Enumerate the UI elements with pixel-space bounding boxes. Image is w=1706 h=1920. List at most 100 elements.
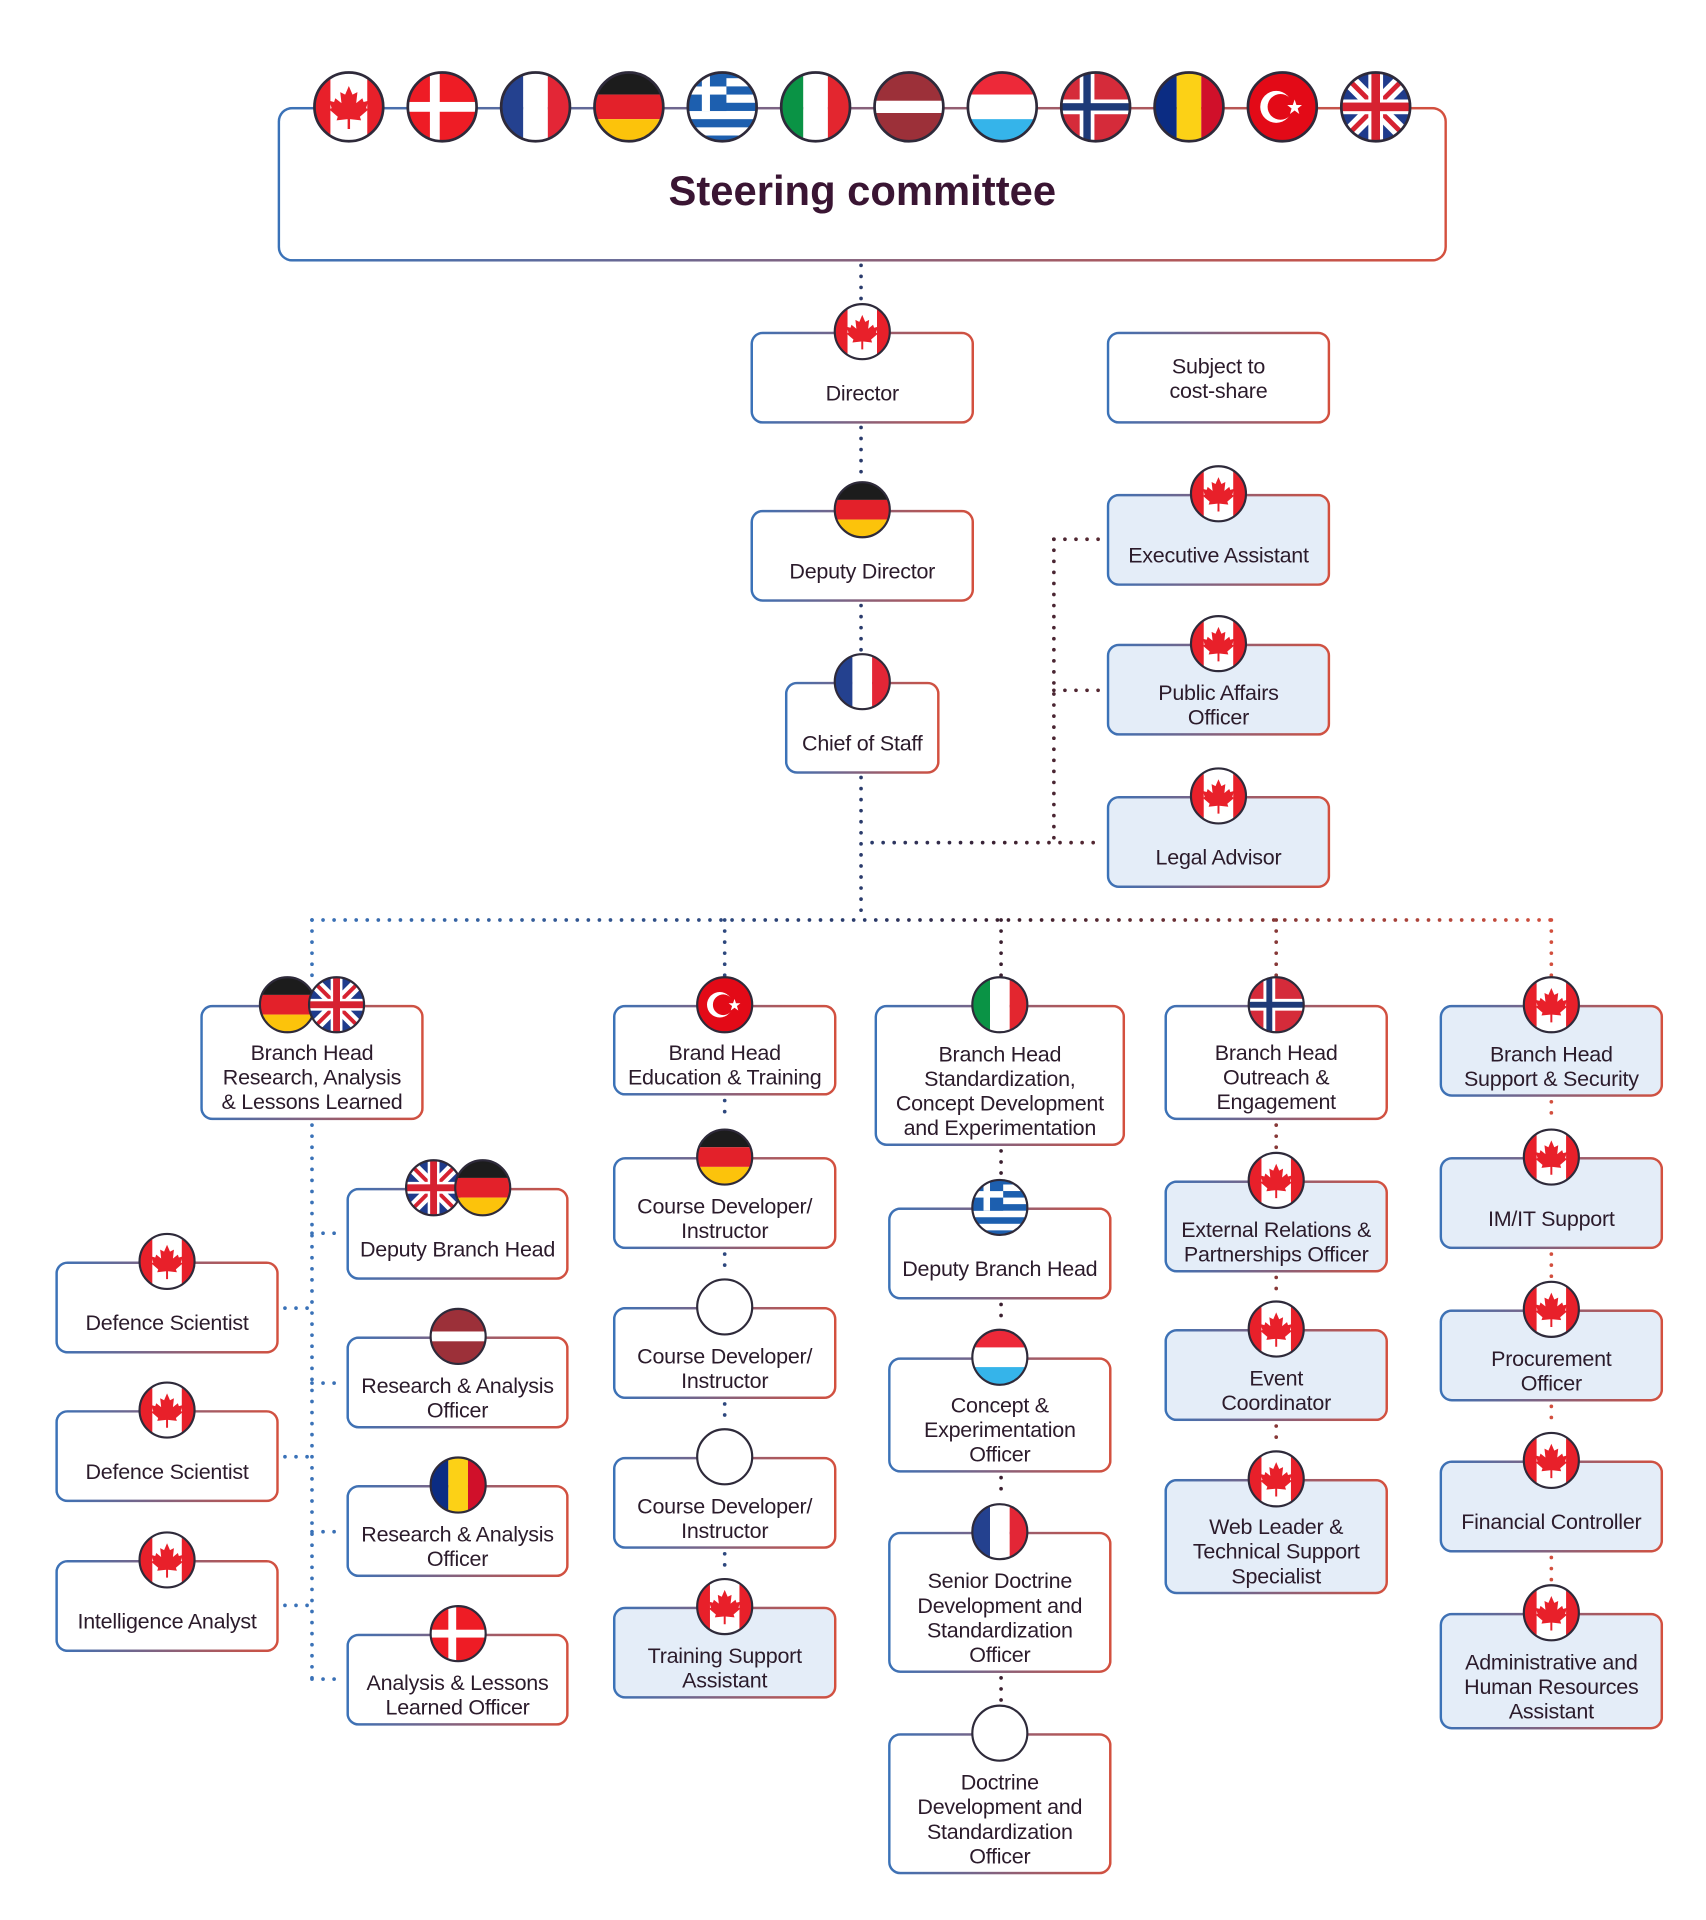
- united-kingdom-flag-icon: [1339, 70, 1413, 144]
- canada-flag-icon: [1247, 1300, 1306, 1359]
- node-doctrine-officer[interactable]: Doctrine Development and Standardization…: [888, 1704, 1112, 1874]
- node-public-affairs[interactable]: Public Affairs Officer: [1107, 615, 1331, 736]
- flag-icons: [1189, 766, 1248, 825]
- flag-icons: [1247, 1151, 1306, 1210]
- node-bh-support[interactable]: Branch Head Support & Security: [1440, 976, 1664, 1097]
- node-ra-officer[interactable]: Research & Analysis Officer: [346, 1307, 568, 1428]
- node-ra-officer[interactable]: Research & Analysis Officer: [346, 1456, 568, 1577]
- germany-flag-icon: [453, 1158, 512, 1217]
- node-executive-assistant[interactable]: Executive Assistant: [1107, 465, 1331, 586]
- flag-icons: [833, 480, 892, 539]
- node-deputy-director[interactable]: Deputy Director: [750, 481, 974, 602]
- flag-icons: [1522, 1583, 1581, 1642]
- flag-icons: [1522, 1128, 1581, 1187]
- flag-icons: [1247, 975, 1306, 1034]
- canada-flag-icon: [1522, 1128, 1581, 1187]
- node-label: Analysis & Lessons Learned Officer: [366, 1669, 549, 1720]
- node-label: Intelligence Analyst: [77, 1608, 257, 1634]
- node-label: Defence Scientist: [85, 1309, 249, 1335]
- node-legal-advisor[interactable]: Legal Advisor: [1107, 767, 1331, 888]
- node-event-coordinator[interactable]: Event Coordinator: [1164, 1300, 1388, 1421]
- canada-flag-icon: [1247, 1151, 1306, 1210]
- flag-icons: [695, 1577, 754, 1636]
- flag-icons: [1189, 614, 1248, 673]
- canada-flag-icon: [1189, 464, 1248, 523]
- node-director[interactable]: Director: [750, 303, 974, 424]
- united-kingdom-flag-icon: [307, 975, 366, 1034]
- france-flag-icon: [970, 1502, 1029, 1561]
- flag-icons: [138, 1381, 197, 1440]
- canada-flag-icon: [1189, 614, 1248, 673]
- node-label: Branch Head Support & Security: [1463, 1040, 1639, 1091]
- node-concept-officer[interactable]: Concept & Experimentation Officer: [888, 1328, 1112, 1472]
- flag-icons: [138, 1232, 197, 1291]
- denmark-flag-icon: [428, 1604, 487, 1663]
- united-kingdom-flag-icon: [403, 1158, 462, 1217]
- flag-icons: [970, 1328, 1029, 1387]
- flag-icons: [258, 975, 366, 1034]
- node-label: Brand Head Education & Training: [627, 1040, 822, 1090]
- flag-icons: [1247, 1300, 1306, 1359]
- canada-flag-icon: [138, 1381, 197, 1440]
- france-flag-icon: [499, 70, 573, 144]
- canada-flag-icon: [695, 1577, 754, 1636]
- canada-flag-icon: [312, 70, 386, 144]
- node-deputy-bh-standardization[interactable]: Deputy Branch Head: [888, 1178, 1112, 1299]
- node-defence-scientist[interactable]: Defence Scientist: [55, 1381, 279, 1502]
- flag-icons: [695, 1277, 754, 1336]
- node-course-developer[interactable]: Course Developer/ Instructor: [613, 1128, 837, 1249]
- node-admin-hr[interactable]: Administrative and Human Resources Assis…: [1440, 1584, 1664, 1730]
- canada-flag-icon: [1522, 975, 1581, 1034]
- germany-flag-icon: [258, 975, 317, 1034]
- turkey-flag-icon: [1245, 70, 1319, 144]
- node-training-support[interactable]: Training Support Assistant: [613, 1578, 837, 1699]
- node-bh-outreach[interactable]: Branch Head Outreach & Engagement: [1164, 976, 1388, 1120]
- node-label: Administrative and Human Resources Assis…: [1464, 1648, 1639, 1723]
- latvia-flag-icon: [872, 70, 946, 144]
- flag-icons: [833, 302, 892, 361]
- flag-icons: [970, 1178, 1029, 1237]
- node-course-developer[interactable]: Course Developer/ Instructor: [613, 1428, 837, 1549]
- france-flag-icon: [833, 652, 892, 711]
- node-financial-controller[interactable]: Financial Controller: [1440, 1431, 1664, 1552]
- node-all-officer[interactable]: Analysis & Lessons Learned Officer: [346, 1605, 568, 1726]
- flag-icons: [695, 975, 754, 1034]
- node-course-developer[interactable]: Course Developer/ Instructor: [613, 1278, 837, 1399]
- node-intelligence-analyst[interactable]: Intelligence Analyst: [55, 1531, 279, 1652]
- canada-flag-icon: [1189, 766, 1248, 825]
- node-senior-doctrine-officer[interactable]: Senior Doctrine Development and Standard…: [888, 1503, 1112, 1673]
- node-label: Research & Analysis Officer: [361, 1521, 554, 1571]
- node-defence-scientist[interactable]: Defence Scientist: [55, 1232, 279, 1353]
- node-procurement[interactable]: Procurement Officer: [1440, 1280, 1664, 1401]
- canada-flag-icon: [1522, 1280, 1581, 1339]
- flag-icons: [970, 1502, 1029, 1561]
- turkey-flag-icon: [695, 975, 754, 1034]
- node-label: Research & Analysis Officer: [361, 1372, 554, 1422]
- node-web-leader[interactable]: Web Leader & Technical Support Specialis…: [1164, 1450, 1388, 1594]
- italy-flag-icon: [970, 975, 1029, 1034]
- canada-flag-icon: [1247, 1449, 1306, 1508]
- node-chief-of-staff[interactable]: Chief of Staff: [785, 653, 940, 774]
- node-label: Executive Assistant: [1128, 542, 1309, 567]
- latvia-flag-icon: [428, 1307, 487, 1366]
- node-label: Branch Head Outreach & Engagement: [1214, 1040, 1338, 1115]
- node-label: Concept & Experimentation Officer: [924, 1392, 1076, 1467]
- node-bh-research[interactable]: Branch Head Research, Analysis & Lessons…: [200, 976, 424, 1120]
- flag-icons: [428, 1456, 487, 1515]
- node-label: Senior Doctrine Development and Standard…: [917, 1567, 1083, 1667]
- luxembourg-flag-icon: [970, 1328, 1029, 1387]
- node-label: Branch Head Standardization, Concept Dev…: [895, 1040, 1104, 1140]
- node-imit-support[interactable]: IM/IT Support: [1440, 1128, 1664, 1249]
- node-label: Course Developer/ Instructor: [637, 1492, 813, 1543]
- node-deputy-bh-research[interactable]: Deputy Branch Head: [346, 1159, 568, 1280]
- flag-icons: [970, 975, 1029, 1034]
- flag-icons: [1522, 975, 1581, 1034]
- node-bh-standardization[interactable]: Branch Head Standardization, Concept Dev…: [875, 976, 1126, 1146]
- flag-icons: [403, 1158, 511, 1217]
- canada-flag-icon: [1522, 1583, 1581, 1642]
- node-label: Public Affairs Officer: [1158, 679, 1279, 729]
- node-bh-education[interactable]: Brand Head Education & Training: [613, 976, 837, 1096]
- node-external-relations[interactable]: External Relations & Partnerships Office…: [1164, 1151, 1388, 1272]
